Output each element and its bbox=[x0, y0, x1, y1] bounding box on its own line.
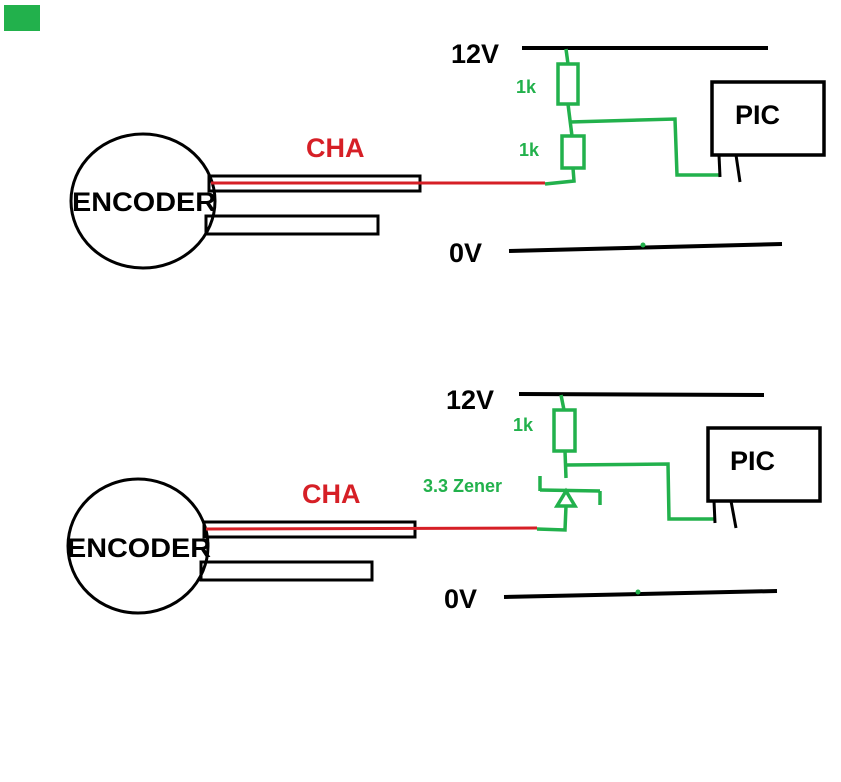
bottom-encoder-label: ENCODER bbox=[67, 533, 211, 563]
bottom-zener-cathode-bar bbox=[539, 488, 601, 493]
bottom-12v-rail bbox=[518, 392, 765, 397]
bottom-circuit: ENCODER CHA 12V 0V 1k 3.3 Zener bbox=[66, 385, 822, 615]
green-color-swatch bbox=[4, 5, 40, 31]
top-channel-b-connector bbox=[204, 214, 380, 236]
bottom-0v-junction-dot bbox=[635, 589, 641, 595]
top-r2-to-cha-wire bbox=[544, 167, 576, 186]
bottom-12v-to-r1-wire bbox=[559, 394, 566, 411]
top-resistor-1 bbox=[556, 62, 580, 106]
top-pic-chip bbox=[710, 80, 826, 157]
top-12v-to-r1-wire bbox=[564, 48, 570, 65]
bottom-resistor-1-label: 1k bbox=[513, 415, 534, 435]
bottom-node-to-pic-wire bbox=[565, 462, 714, 521]
bottom-0v-rail bbox=[503, 589, 778, 599]
top-encoder-circle bbox=[69, 132, 217, 270]
bottom-clamp-network bbox=[536, 394, 714, 532]
top-cha-label: CHA bbox=[306, 133, 365, 163]
top-pic-label: PIC bbox=[735, 100, 780, 130]
bottom-pic-pin-1 bbox=[712, 500, 717, 524]
bottom-channel-b-connector bbox=[199, 560, 374, 582]
top-divider-to-pic-wire bbox=[569, 117, 719, 177]
top-resistor-1-label: 1k bbox=[516, 77, 537, 97]
bottom-zener-triangle bbox=[553, 487, 579, 508]
bottom-zener-to-cha-wire bbox=[536, 505, 568, 532]
bottom-cha-label: CHA bbox=[302, 479, 361, 509]
top-encoder-label: ENCODER bbox=[72, 187, 216, 217]
top-0v-label: 0V bbox=[449, 238, 482, 268]
bottom-0v-label: 0V bbox=[444, 584, 477, 614]
bottom-pic-chip bbox=[706, 426, 822, 503]
top-0v-junction-dot bbox=[640, 242, 646, 248]
top-resistor-2 bbox=[560, 134, 586, 170]
top-12v-label: 12V bbox=[451, 39, 499, 69]
top-pic-pin-1 bbox=[717, 154, 722, 178]
top-resistor-network bbox=[544, 48, 719, 186]
bottom-zener-label: 3.3 Zener bbox=[423, 476, 502, 496]
bottom-resistor-1 bbox=[552, 408, 577, 453]
bottom-cha-wire bbox=[205, 526, 538, 531]
top-circuit: ENCODER CHA 12V 0V 1k 1k PIC bbox=[69, 39, 826, 270]
top-pic-pin-2 bbox=[734, 154, 742, 183]
bottom-pic-pin-2 bbox=[729, 500, 738, 529]
top-r1-to-r2-wire bbox=[566, 103, 574, 137]
bottom-r1-to-node-wire bbox=[563, 450, 568, 479]
bottom-12v-label: 12V bbox=[446, 385, 494, 415]
top-0v-rail bbox=[508, 242, 783, 253]
bottom-encoder-circle bbox=[66, 477, 210, 615]
top-resistor-2-label: 1k bbox=[519, 140, 540, 160]
bottom-pic-label: PIC bbox=[730, 446, 775, 476]
